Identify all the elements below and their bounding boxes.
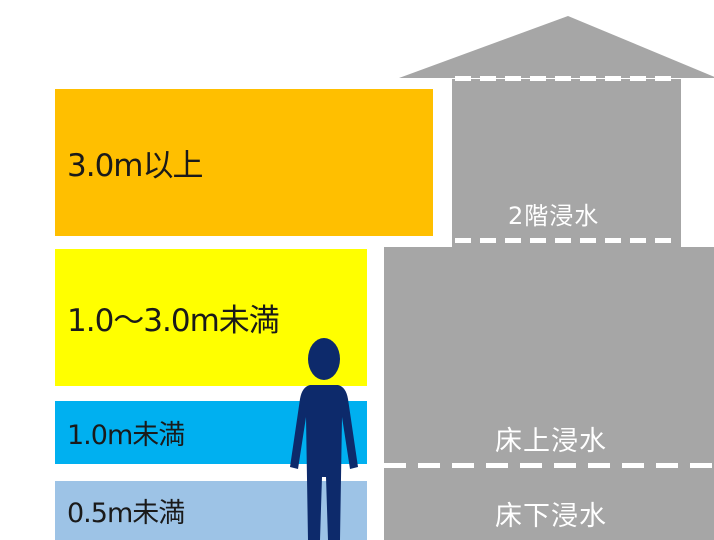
- depth-band-3m-above: 3.0m以上: [55, 89, 433, 236]
- depth-band-label: 1.0m未満: [67, 420, 185, 451]
- person-head: [308, 338, 340, 380]
- depth-band-label: 0.5m未満: [67, 498, 185, 529]
- roof-shape: [399, 16, 714, 78]
- dashed-line-second-floor: [455, 238, 679, 243]
- depth-band-1-to-3m: 1.0〜3.0m未満: [55, 249, 367, 386]
- label-above-floor-flooding: 床上浸水: [495, 426, 607, 457]
- depth-band-label: 3.0m以上: [67, 148, 203, 184]
- label-second-floor-flooding: 2階浸水: [508, 202, 600, 230]
- person-silhouette-icon: [290, 338, 358, 540]
- house-roof: [399, 16, 714, 78]
- dashed-line-floor-level: [384, 463, 714, 468]
- house-first-floor: [384, 247, 714, 540]
- person-body: [290, 385, 358, 540]
- depth-band-label: 1.0〜3.0m未満: [67, 303, 280, 339]
- label-below-floor-flooding: 床下浸水: [495, 501, 607, 532]
- house-second-floor: [452, 79, 681, 247]
- dashed-line-roof: [455, 76, 679, 81]
